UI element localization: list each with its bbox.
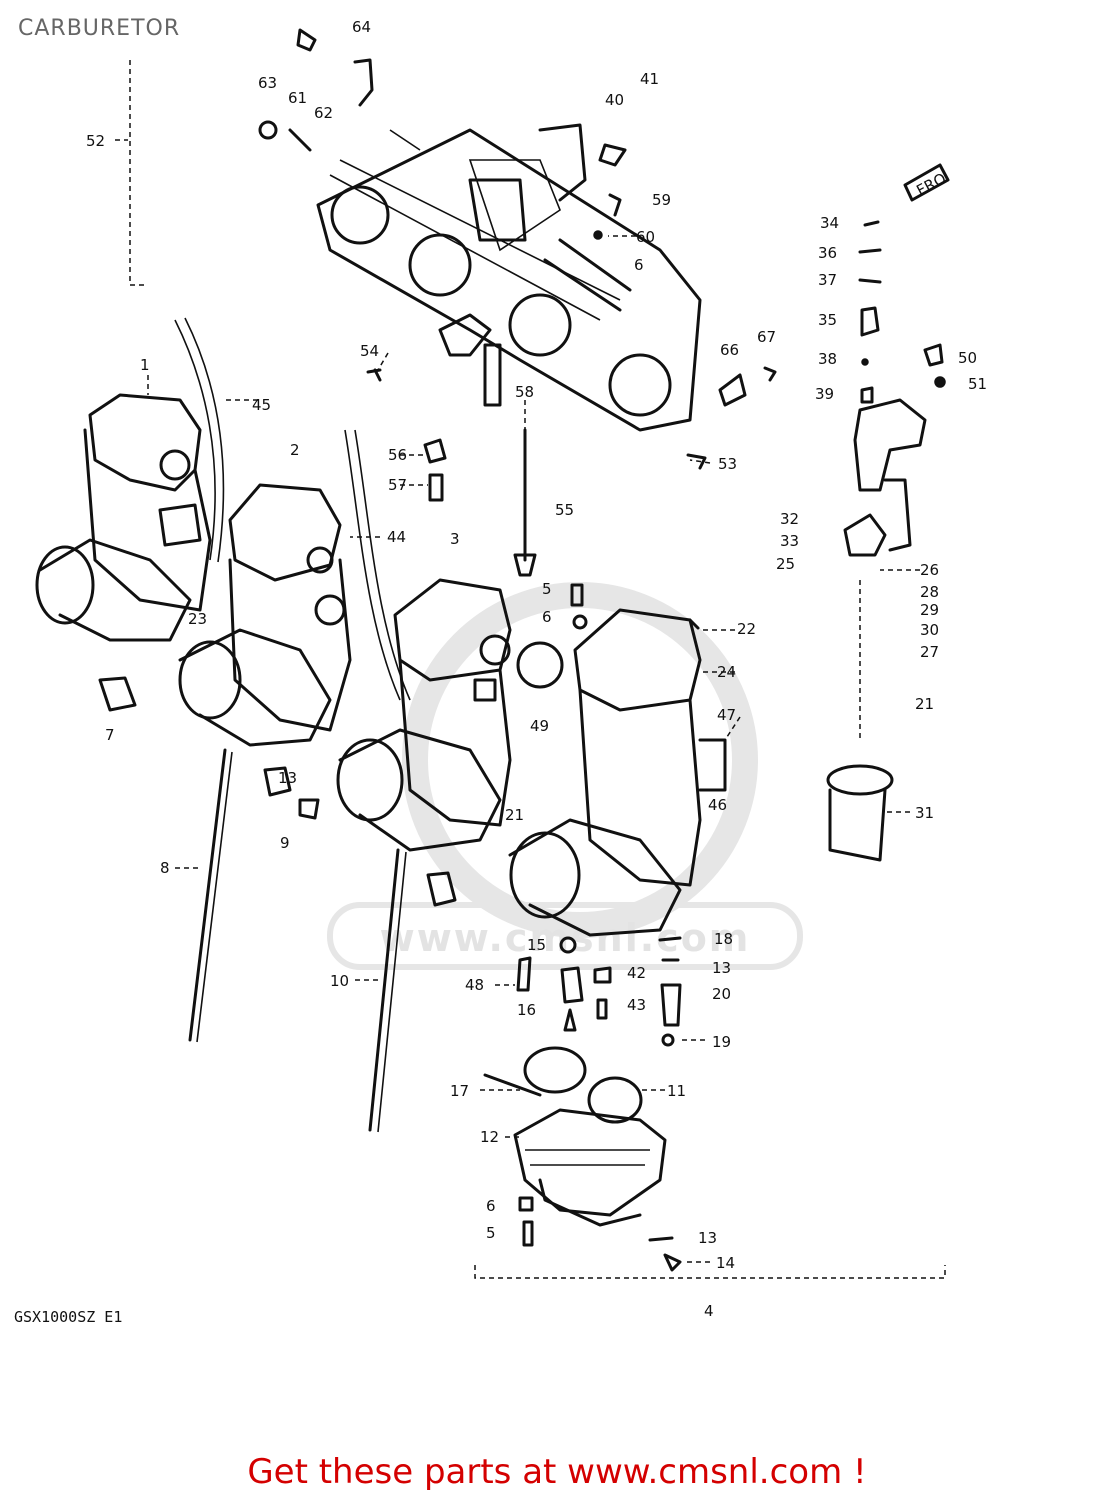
part-label-23: 23 xyxy=(188,610,207,628)
part-label-1: 1 xyxy=(140,356,150,374)
vent-hose-44[interactable] xyxy=(344,429,411,701)
part-label-6-lower: 6 xyxy=(486,1197,496,1215)
part-label-60: 60 xyxy=(636,228,655,246)
part-label-33: 33 xyxy=(780,532,799,550)
part-label-49: 49 xyxy=(530,717,549,735)
part-label-46: 46 xyxy=(708,796,727,814)
part-label-45: 45 xyxy=(252,396,271,414)
part-label-17: 17 xyxy=(450,1082,469,1100)
part-label-28: 28 xyxy=(920,583,939,601)
part-label-42: 42 xyxy=(627,964,646,982)
part-label-16: 16 xyxy=(517,1001,536,1019)
part-label-47: 47 xyxy=(717,706,736,724)
part-label-8: 8 xyxy=(160,859,170,877)
part-label-15: 15 xyxy=(527,936,546,954)
front-marker: FRO xyxy=(903,163,950,202)
part-label-53: 53 xyxy=(718,455,737,473)
part-number-labels: 64 63 61 62 52 41 40 59 60 6 34 36 37 35… xyxy=(86,18,987,1320)
part-label-63: 63 xyxy=(258,74,277,92)
part-label-57: 57 xyxy=(388,476,407,494)
part-label-5-upper: 5 xyxy=(542,580,552,598)
part-label-29: 29 xyxy=(920,601,939,619)
part-label-25: 25 xyxy=(776,555,795,573)
part-label-51: 51 xyxy=(968,375,987,393)
part-label-20: 20 xyxy=(712,985,731,1003)
part-label-24: 24 xyxy=(717,663,736,681)
part-label-61: 61 xyxy=(288,89,307,107)
fuel-pipe-10[interactable] xyxy=(368,848,400,1132)
part-label-32: 32 xyxy=(780,510,799,528)
bracket-52 xyxy=(129,60,145,286)
part-label-58: 58 xyxy=(515,383,534,401)
carburetor-4[interactable] xyxy=(508,608,727,937)
throttle-linkage-plate[interactable] xyxy=(316,123,702,432)
model-code: GSX1000SZ E1 xyxy=(14,1308,122,1326)
part-label-43: 43 xyxy=(627,996,646,1014)
part-label-64: 64 xyxy=(352,18,371,36)
part-label-4-hidden: 4 xyxy=(704,1302,714,1320)
part-label-31: 31 xyxy=(915,804,934,822)
float[interactable] xyxy=(483,1046,643,1124)
carburetor-3[interactable] xyxy=(336,578,512,852)
part-label-50: 50 xyxy=(958,349,977,367)
part-label-36: 36 xyxy=(818,244,837,262)
part-label-56: 56 xyxy=(388,446,407,464)
small-parts[interactable] xyxy=(98,28,946,1272)
part-label-14: 14 xyxy=(716,1254,735,1272)
part-label-13-lower: 13 xyxy=(698,1229,717,1247)
part-label-27: 27 xyxy=(920,643,939,661)
part-label-7: 7 xyxy=(105,726,115,744)
part-label-37: 37 xyxy=(818,271,837,289)
part-label-41: 41 xyxy=(640,70,659,88)
part-label-22: 22 xyxy=(737,620,756,638)
part-label-44: 44 xyxy=(387,528,406,546)
part-label-54: 54 xyxy=(360,342,379,360)
part-label-19: 19 xyxy=(712,1033,731,1051)
part-label-18: 18 xyxy=(714,930,733,948)
part-label-35: 35 xyxy=(818,311,837,329)
part-label-66: 66 xyxy=(720,341,739,359)
part-label-26: 26 xyxy=(920,561,939,579)
watermark: www.cmsnl.com xyxy=(327,582,803,970)
part-label-13-mid: 13 xyxy=(712,959,731,977)
part-label-9: 9 xyxy=(280,834,290,852)
part-label-59: 59 xyxy=(652,191,671,209)
fuel-pipe-8[interactable] xyxy=(188,748,227,1042)
carburetor-2[interactable] xyxy=(178,483,352,747)
part-label-5-lower: 5 xyxy=(486,1224,496,1242)
part-label-21-right: 21 xyxy=(915,695,934,713)
part-label-62: 62 xyxy=(314,104,333,122)
part-label-67: 67 xyxy=(757,328,776,346)
part-label-48: 48 xyxy=(465,976,484,994)
part-label-2: 2 xyxy=(290,441,300,459)
page-title: CARBURETOR xyxy=(18,16,181,41)
part-label-39: 39 xyxy=(815,385,834,403)
part-label-30: 30 xyxy=(920,621,939,639)
leader-lines xyxy=(115,139,920,1263)
part-label-21-center: 21 xyxy=(505,806,524,824)
part-label-6-top: 6 xyxy=(634,256,644,274)
part-label-34: 34 xyxy=(820,214,839,232)
fuel-valve-assembly[interactable] xyxy=(826,398,927,862)
vent-hose-45[interactable] xyxy=(174,317,225,563)
part-label-6-upper: 6 xyxy=(542,608,552,626)
part-label-10: 10 xyxy=(330,972,349,990)
part-label-11: 11 xyxy=(667,1082,686,1100)
part-label-55: 55 xyxy=(555,501,574,519)
part-label-52: 52 xyxy=(86,132,105,150)
jet-needle-55[interactable] xyxy=(513,428,537,577)
buy-parts-link[interactable]: Get these parts at www.cmsnl.com ! xyxy=(247,1452,867,1492)
part-label-13-left: 13 xyxy=(278,769,297,787)
float-bracket-line xyxy=(474,1265,946,1279)
float-chamber[interactable] xyxy=(513,1108,667,1227)
part-label-3: 3 xyxy=(450,530,460,548)
part-label-38: 38 xyxy=(818,350,837,368)
part-label-40: 40 xyxy=(605,91,624,109)
carburetor-1[interactable] xyxy=(35,393,212,642)
part-label-12: 12 xyxy=(480,1128,499,1146)
